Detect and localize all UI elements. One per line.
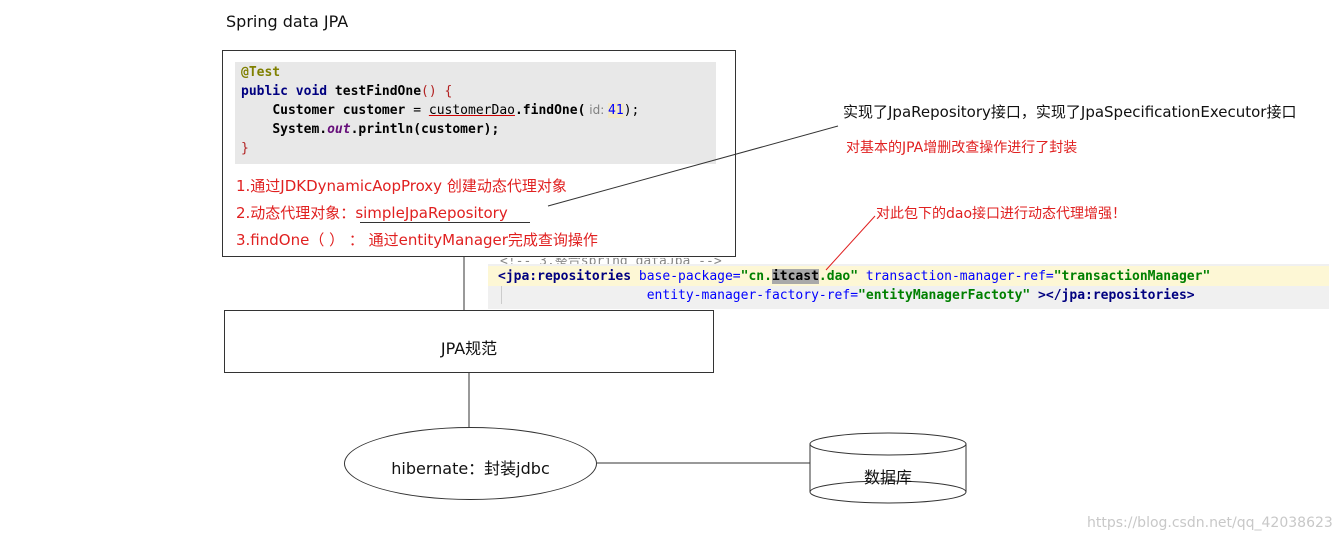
impl-pointer-line: [547, 125, 839, 207]
xml-config-block: <jpa:repositories base-package="cn.itcas…: [488, 264, 1329, 309]
xml-attr-base-package: base-package=: [631, 269, 741, 284]
find-one-call: .findOne(: [514, 103, 586, 118]
xml-open-bracket: <: [498, 269, 506, 284]
impl-desc-note: 对基本的JPA增删改查操作进行了封装: [846, 140, 1078, 156]
xml-current-line-highlight: [488, 266, 1329, 286]
step-2-prefix: 2.动态代理对象：: [236, 204, 356, 222]
xml-val-post: .dao": [818, 269, 859, 284]
database-cylinder: [809, 432, 967, 504]
customer-var: customer: [342, 103, 406, 118]
step-2-underline: [360, 222, 530, 223]
dao-enhance-note: 对此包下的dao接口进行动态代理增强！: [876, 206, 1127, 222]
dao-pointer-line: [825, 215, 876, 271]
xml-close-tag: jpa:repositories: [1061, 288, 1187, 303]
customer-type: Customer: [272, 103, 335, 118]
system-obj: System.: [272, 122, 328, 137]
xml-close-open: ></: [1030, 288, 1062, 303]
hibernate-ellipse: hibernate：封装jdbc: [344, 427, 597, 500]
customer-dao: customerDao: [428, 103, 515, 118]
impl-note: 实现了JpaRepository接口，实现了JpaSpecificationEx…: [843, 103, 1297, 121]
jpa-spec-box: JPA规范: [224, 310, 714, 373]
watermark: https://blog.csdn.net/qq_42038623: [1087, 515, 1333, 531]
step-2: 2.动态代理对象：simpleJpaRepository: [236, 202, 508, 223]
out-field: out: [327, 122, 351, 137]
step-2-value: simpleJpaRepository: [355, 204, 508, 222]
xml-close-end: >: [1186, 288, 1195, 303]
println-call: .println(customer);: [350, 122, 500, 137]
step-1: 1.通过JDKDynamicAopProxy 创建动态代理对象: [236, 177, 567, 195]
xml-tag: jpa:repositories: [505, 269, 632, 284]
signature-tail: () {: [421, 84, 453, 99]
test-code-block: @Test public void testFindOne() { Custom…: [235, 62, 716, 164]
method-name: testFindOne: [334, 84, 422, 99]
id-value: 41: [608, 103, 624, 118]
assign-op: =: [405, 103, 429, 118]
xml-val-pre: "cn.: [740, 269, 772, 284]
annotation: @Test: [241, 65, 281, 80]
database-label: 数据库: [863, 468, 912, 487]
call-end: );: [623, 103, 640, 118]
step-3: 3.findOne（ ） ： 通过entityManager完成查询操作: [236, 231, 598, 249]
closing-brace: }: [241, 141, 249, 156]
page-title: Spring data JPA: [226, 12, 349, 31]
xml-indent-guide: [501, 286, 502, 304]
jpa-spec-label: JPA规范: [440, 339, 498, 358]
param-hint: id:: [585, 103, 609, 117]
xml-val-selected: itcast: [771, 269, 819, 284]
hibernate-label: hibernate：封装jdbc: [391, 459, 550, 478]
xml-attr-emf-ref: entity-manager-factory-ref=: [646, 288, 859, 303]
signature-keywords: public void: [241, 84, 328, 99]
xml-val-tx: "transactionManager": [1053, 269, 1211, 284]
xml-comment-ghost: <!-- 3.整合spring dataJpa -->: [500, 254, 722, 269]
xml-attr-tx-ref: transaction-manager-ref=: [858, 269, 1054, 284]
xml-val-emf: "entityManagerFactoty": [858, 288, 1031, 303]
